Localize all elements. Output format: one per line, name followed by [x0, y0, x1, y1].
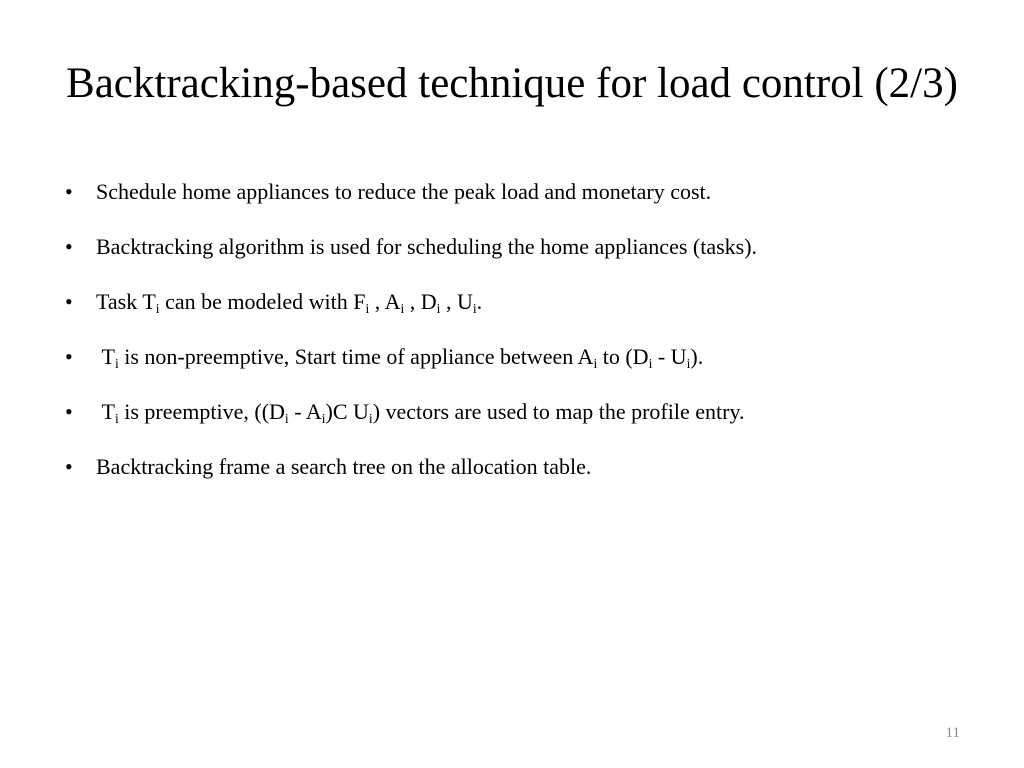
bullet-marker-icon: • — [65, 179, 73, 204]
page-number: 11 — [945, 725, 960, 741]
bullet-marker-icon: • — [65, 289, 73, 314]
list-item: • Schedule home appliances to reduce the… — [56, 178, 966, 205]
page-title-line-2: control (2/3) — [741, 59, 958, 107]
list-item: • Backtracking algorithm is used for sch… — [56, 233, 966, 260]
bullet-text: Schedule home appliances to reduce the p… — [96, 179, 712, 204]
bullet-text: Backtracking algorithm is used for sched… — [96, 234, 758, 259]
list-item: • Ti is non-preemptive, Start time of ap… — [56, 343, 966, 370]
bullet-text: Task Ti can be modeled with Fi , Ai , Di… — [96, 289, 483, 316]
page-title: Backtracking-based technique for load co… — [62, 59, 962, 109]
list-item: • Ti is preemptive, ((Di - Ai)C Ui) vect… — [56, 398, 966, 425]
bullet-text: Ti is non-preemptive, Start time of appl… — [96, 344, 704, 371]
list-item: • Backtracking frame a search tree on th… — [56, 453, 966, 480]
bullet-text: Ti is preemptive, ((Di - Ai)C Ui) vector… — [96, 399, 745, 426]
bullet-text: Backtracking frame a search tree on the … — [96, 454, 592, 479]
bullet-marker-icon: • — [65, 399, 73, 424]
page-title-line-1: Backtracking-based technique for load — [66, 59, 732, 107]
bullet-marker-icon: • — [65, 344, 73, 369]
bullet-marker-icon: • — [65, 454, 73, 479]
bullet-list: • Schedule home appliances to reduce the… — [56, 178, 966, 480]
bullet-marker-icon: • — [65, 234, 73, 259]
list-item: • Task Ti can be modeled with Fi , Ai , … — [56, 288, 966, 315]
